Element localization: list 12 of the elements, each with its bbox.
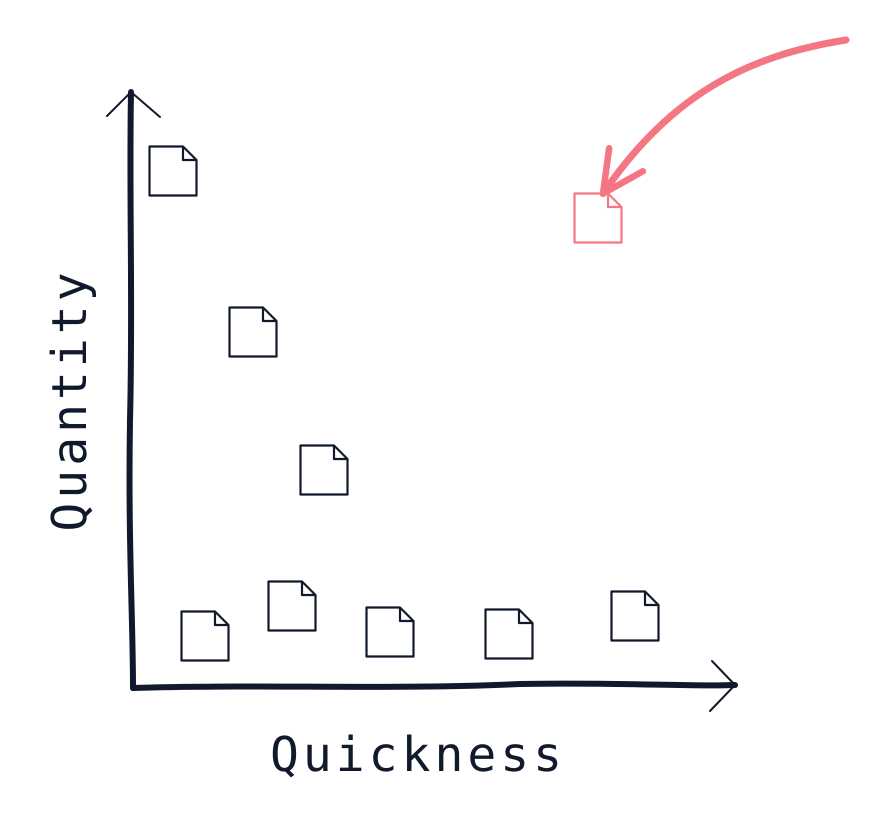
arrow — [600, 36, 850, 197]
document-icon — [148, 145, 198, 197]
axis-title: Quantity — [46, 268, 94, 532]
document-icon — [365, 606, 415, 658]
document-icon — [180, 610, 230, 662]
axis-title: Quickness — [270, 731, 566, 779]
document-icon — [573, 192, 623, 244]
document-icon — [484, 608, 534, 660]
document-icon — [228, 306, 278, 358]
document-icon — [610, 590, 660, 642]
document-icon — [299, 444, 349, 496]
document-icon — [267, 580, 317, 632]
